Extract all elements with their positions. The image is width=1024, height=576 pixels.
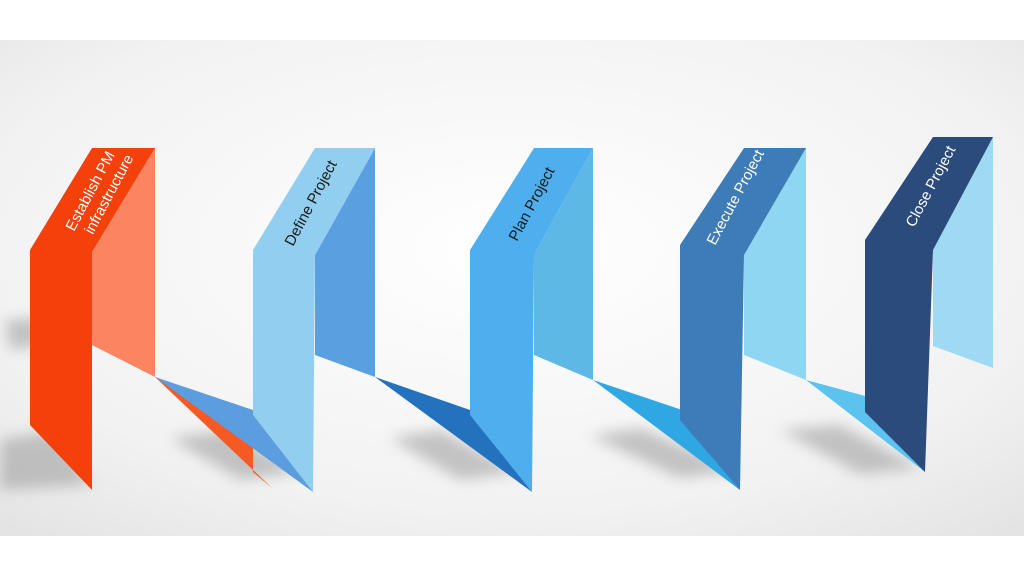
stage-execute-project-front [680,148,806,490]
stage-plan-project [375,148,593,492]
stage-establish-pm-front [30,148,155,490]
stage-close-project-side [933,137,993,368]
stage-define-project [155,148,375,492]
shadow-5 [590,428,740,478]
stage-define-project-front [253,148,375,492]
stage-establish-pm-side [92,148,155,377]
stage-execute-project [593,148,806,490]
top-white-band [0,0,1024,40]
stage-define-project-side [315,148,375,377]
bottom-white-band [0,536,1024,576]
stage-plan-project-front [470,148,593,492]
stage-establish-pm [30,148,272,490]
stage-plan-project-side [534,148,593,380]
stage-plan-project-fold-in [375,377,532,492]
shadow-3 [170,430,300,480]
stage-close-project-fold-in [806,380,925,472]
shadow-4 [390,430,520,480]
stage-establish-pm-fold [155,377,272,488]
stage-execute-project-side [744,148,806,380]
stage-execute-project-fold-in [593,380,740,490]
stage-define-project-fold-in [155,377,313,492]
shadow-6 [780,425,920,474]
stage-close-project [806,137,993,472]
stage-close-project-front [865,137,993,472]
